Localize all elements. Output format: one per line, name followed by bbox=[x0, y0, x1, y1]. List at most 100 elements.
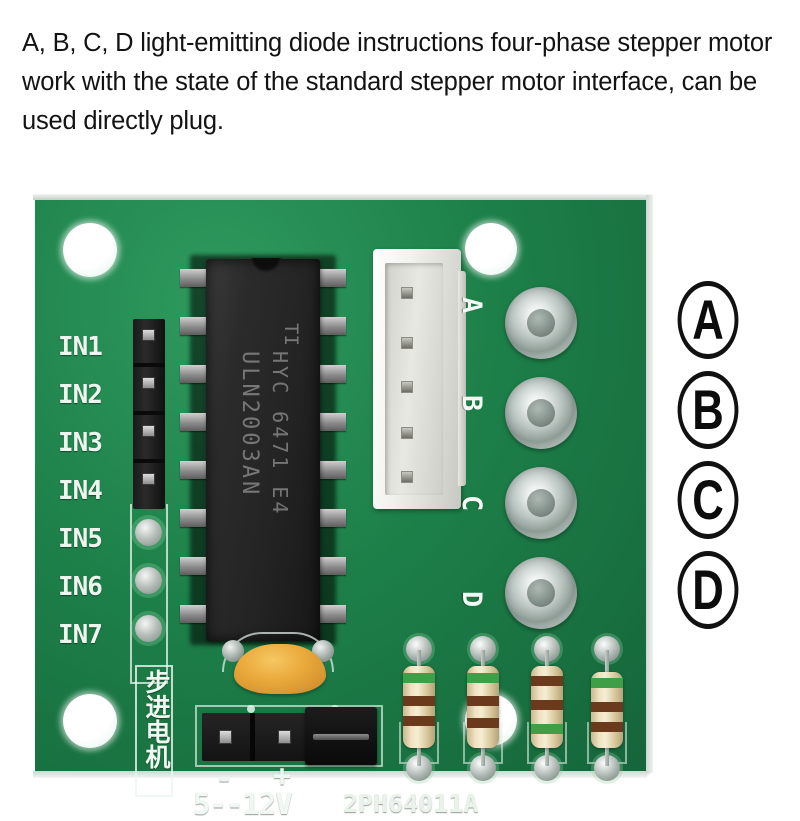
resistor-body bbox=[591, 672, 623, 748]
header-divider bbox=[133, 363, 165, 367]
header-divider bbox=[133, 459, 165, 463]
resistor-band bbox=[403, 716, 435, 726]
header-pin-2 bbox=[142, 377, 155, 389]
silk-label-in1: IN1 bbox=[58, 332, 103, 362]
mounting-hole-top-right bbox=[465, 223, 517, 275]
resistor-band bbox=[591, 678, 623, 688]
connector-well bbox=[385, 263, 443, 495]
chip-pin bbox=[180, 461, 208, 479]
resistor-2 bbox=[459, 636, 507, 781]
solder-pad-in5 bbox=[135, 519, 162, 546]
resistor-lead-bottom bbox=[545, 740, 549, 766]
pcb-edge-top bbox=[33, 194, 651, 200]
connector-pin-3 bbox=[401, 381, 413, 393]
silk-label-led-d: D bbox=[456, 591, 487, 608]
annotation-circle-a: A bbox=[677, 281, 739, 359]
resistor-lead-bottom bbox=[605, 740, 609, 766]
chip-pin bbox=[318, 557, 346, 575]
chip-marking-line1: HYC 6471 E4 bbox=[268, 351, 292, 517]
silk-label-in3: IN3 bbox=[58, 428, 103, 458]
resistor-body bbox=[403, 666, 435, 748]
resistor-lead-top bbox=[417, 650, 421, 676]
jumper-bar bbox=[313, 734, 369, 740]
silk-dot bbox=[247, 705, 255, 713]
led-c bbox=[505, 467, 577, 539]
mounting-hole-bottom-left bbox=[63, 694, 117, 748]
silk-label-plus: + bbox=[273, 759, 292, 794]
caption-text: A, B, C, D light-emitting diode instruct… bbox=[22, 29, 773, 135]
annotation-circle-b: B bbox=[677, 371, 739, 449]
led-b bbox=[505, 377, 577, 449]
silk-label-in4: IN4 bbox=[58, 476, 103, 506]
chip-body bbox=[206, 258, 320, 641]
silk-label-voltage: 5--12V bbox=[193, 787, 293, 821]
silk-label-in5: IN5 bbox=[58, 524, 103, 554]
chip-pin bbox=[180, 269, 208, 287]
uln2003-chip: TI HYC 6471 E4 ULN2003AN bbox=[178, 255, 348, 645]
annotation-circle-d: D bbox=[677, 551, 739, 629]
silk-rail bbox=[130, 504, 168, 684]
connector-pin-4 bbox=[401, 427, 413, 439]
chip-pin bbox=[318, 269, 346, 287]
capacitor-pad-left bbox=[222, 640, 244, 662]
chip-pin bbox=[180, 605, 208, 623]
silk-label-in7: IN7 bbox=[58, 620, 103, 650]
resistor-body bbox=[531, 666, 563, 748]
resistor-body bbox=[467, 666, 499, 748]
header-pin-4 bbox=[142, 473, 155, 485]
silk-label-in6: IN6 bbox=[58, 572, 103, 602]
silk-label-led-b: B bbox=[456, 395, 487, 412]
resistor-4 bbox=[583, 636, 631, 781]
annotation-circle-c: C bbox=[677, 461, 739, 539]
chip-pin bbox=[180, 365, 208, 383]
resistor-3 bbox=[523, 636, 571, 781]
resistor-band bbox=[531, 724, 563, 734]
resistor-lead-top bbox=[481, 650, 485, 676]
mounting-hole-top-left bbox=[63, 223, 117, 277]
chip-pin bbox=[318, 509, 346, 527]
chip-pin bbox=[180, 509, 208, 527]
silk-label-led-a: A bbox=[456, 297, 487, 314]
power-header-silk-outline bbox=[195, 705, 383, 767]
chip-pin bbox=[180, 557, 208, 575]
power-jumper-shunt bbox=[305, 707, 377, 765]
power-header-divider bbox=[250, 713, 255, 761]
led-d bbox=[505, 557, 577, 629]
connector-pin-5 bbox=[401, 471, 413, 483]
resistor-band bbox=[591, 702, 623, 712]
chip-pin bbox=[180, 413, 208, 431]
led-a bbox=[505, 287, 577, 359]
capacitor-body bbox=[234, 644, 326, 694]
chip-pin bbox=[318, 605, 346, 623]
resistor-band bbox=[531, 676, 563, 686]
header-divider bbox=[133, 411, 165, 415]
pcb-board: IN1 IN2 IN3 IN4 IN5 IN6 IN7 bbox=[33, 194, 653, 821]
ti-logo-icon: TI bbox=[280, 323, 302, 346]
power-pin-plus bbox=[278, 730, 291, 744]
connector-pin-2 bbox=[401, 337, 413, 349]
chip-notch bbox=[251, 258, 281, 273]
product-photo: IN1 IN2 IN3 IN4 IN5 IN6 IN7 bbox=[0, 160, 800, 821]
motor-connector bbox=[373, 249, 466, 509]
silk-label-part-number: 2PH64011A bbox=[343, 789, 479, 818]
chip-marking-line2: ULN2003AN bbox=[237, 351, 262, 498]
resistor-lead-bottom bbox=[417, 740, 421, 766]
connector-pin-1 bbox=[401, 287, 413, 299]
input-pin-header bbox=[133, 319, 165, 509]
resistor-band bbox=[467, 718, 499, 728]
power-pin-minus bbox=[219, 730, 232, 744]
chip-pin bbox=[318, 461, 346, 479]
resistor-band bbox=[591, 722, 623, 732]
solder-pad-in6 bbox=[135, 567, 162, 594]
resistor-band bbox=[531, 700, 563, 710]
resistor-band bbox=[467, 696, 499, 706]
resistor-lead-bottom bbox=[481, 740, 485, 766]
ceramic-capacitor bbox=[220, 632, 338, 696]
solder-pad-in7 bbox=[135, 615, 162, 642]
chip-markings: TI HYC 6471 E4 ULN2003AN bbox=[206, 259, 320, 641]
silk-label-led-c: C bbox=[456, 495, 487, 512]
pcb-edge-bottom bbox=[33, 771, 647, 778]
header-pin-1 bbox=[142, 329, 155, 341]
resistor-band bbox=[403, 673, 435, 683]
header-pin-3 bbox=[142, 425, 155, 437]
